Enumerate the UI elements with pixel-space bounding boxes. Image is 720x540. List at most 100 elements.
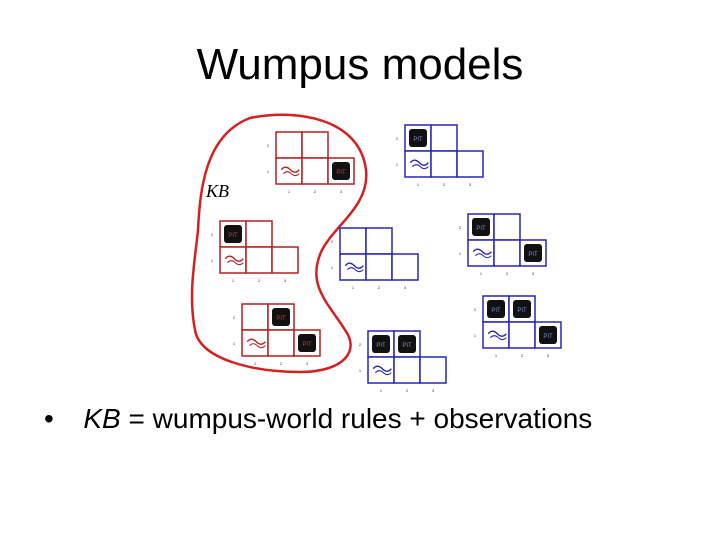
grid-cell bbox=[245, 246, 273, 274]
axis-tick: 3 bbox=[284, 278, 287, 283]
axis-tick: 1 bbox=[232, 278, 235, 283]
axis-tick: 2 bbox=[211, 232, 214, 237]
grid-cell bbox=[493, 213, 521, 241]
breeze-icon bbox=[344, 262, 364, 269]
axis-tick: 3 bbox=[306, 361, 309, 366]
bullet-line: • KB = wumpus-world rules + observations bbox=[44, 403, 592, 435]
axis-tick: 1 bbox=[288, 189, 291, 194]
pit-label: PIT bbox=[302, 342, 312, 348]
axis-tick: 1 bbox=[211, 258, 214, 263]
axis-tick: 3 bbox=[547, 353, 550, 358]
breeze-icon bbox=[372, 365, 392, 372]
axis-tick: 1 bbox=[380, 388, 383, 393]
axis-tick: 2 bbox=[233, 315, 236, 320]
grid-cell bbox=[245, 220, 273, 248]
pit-icon bbox=[298, 334, 316, 352]
kb-label: KB bbox=[205, 181, 229, 201]
pit-label: PIT bbox=[228, 233, 238, 239]
axis-tick: 2 bbox=[521, 353, 524, 358]
axis-tick: 1 bbox=[480, 271, 483, 276]
axis-tick: 2 bbox=[459, 225, 462, 230]
axis-tick: 2 bbox=[396, 136, 399, 141]
breeze-icon bbox=[474, 253, 492, 259]
grid-cell bbox=[301, 157, 329, 185]
pit-label: PIT bbox=[376, 343, 386, 349]
grid-cell bbox=[365, 227, 393, 255]
axis-tick: 2 bbox=[359, 342, 362, 347]
breeze-icon bbox=[246, 338, 266, 345]
axis-tick: 1 bbox=[359, 368, 362, 373]
pit-icon bbox=[332, 162, 350, 180]
grid-cell bbox=[391, 253, 419, 281]
grid-cell bbox=[493, 239, 521, 267]
pit-icon bbox=[409, 129, 427, 147]
axis-tick: 2 bbox=[280, 361, 283, 366]
breeze-icon bbox=[487, 330, 507, 337]
axis-tick: 3 bbox=[432, 388, 435, 393]
pit-icon bbox=[472, 218, 490, 236]
pit-icon bbox=[539, 326, 557, 344]
breeze-icon bbox=[411, 164, 429, 170]
pit-label: PIT bbox=[336, 170, 346, 176]
grid-cell bbox=[267, 329, 295, 357]
model-grid: PIT 1 2 3 2 1 bbox=[211, 220, 299, 283]
grid-cell bbox=[271, 246, 299, 274]
pit-label: PIT bbox=[517, 308, 527, 314]
axis-tick: 3 bbox=[469, 182, 472, 187]
grid-cell bbox=[241, 303, 269, 331]
pit-label: PIT bbox=[476, 226, 486, 232]
pit-icon bbox=[224, 225, 242, 243]
breeze-icon bbox=[346, 267, 364, 273]
pit-label: PIT bbox=[491, 308, 501, 314]
grid-cell bbox=[419, 356, 447, 384]
breeze-icon bbox=[248, 343, 266, 349]
pit-icon bbox=[372, 335, 390, 353]
breeze-icon bbox=[409, 159, 429, 166]
grid-cell bbox=[301, 131, 329, 159]
kb-boundary bbox=[190, 113, 368, 374]
grid-cell bbox=[430, 124, 458, 152]
axis-tick: 2 bbox=[506, 271, 509, 276]
axis-tick: 1 bbox=[396, 162, 399, 167]
bullet-text: = wumpus-world rules + observations bbox=[120, 403, 593, 434]
breeze-icon bbox=[226, 260, 244, 266]
grid-cell bbox=[508, 321, 536, 349]
axis-tick: 3 bbox=[404, 285, 407, 290]
axis-tick: 1 bbox=[495, 353, 498, 358]
axis-tick: 2 bbox=[443, 182, 446, 187]
grid-cell bbox=[393, 356, 421, 384]
pit-label: PIT bbox=[413, 137, 423, 143]
breeze-icon bbox=[280, 166, 300, 173]
model-grid: 1 2 3 2 1 bbox=[331, 227, 419, 290]
breeze-icon bbox=[374, 370, 392, 376]
axis-tick: 1 bbox=[267, 169, 270, 174]
pit-label: PIT bbox=[528, 252, 538, 258]
pit-icon bbox=[513, 300, 531, 318]
breeze-icon bbox=[472, 248, 492, 255]
pit-label: PIT bbox=[402, 343, 412, 349]
axis-tick: 1 bbox=[254, 361, 257, 366]
axis-tick: 1 bbox=[331, 265, 334, 270]
pit-icon bbox=[487, 300, 505, 318]
breeze-icon bbox=[224, 255, 244, 262]
breeze-icon bbox=[282, 171, 300, 177]
axis-tick: 3 bbox=[340, 189, 343, 194]
slide-title: Wumpus models bbox=[196, 40, 524, 89]
axis-tick: 2 bbox=[258, 278, 261, 283]
axis-tick: 2 bbox=[331, 239, 334, 244]
axis-tick: 3 bbox=[532, 271, 535, 276]
grid-cell bbox=[339, 227, 367, 255]
axis-tick: 1 bbox=[417, 182, 420, 187]
grid-cell bbox=[430, 150, 458, 178]
axis-tick: 1 bbox=[233, 341, 236, 346]
axis-tick: 1 bbox=[352, 285, 355, 290]
grid-cell bbox=[456, 150, 484, 178]
axis-tick: 2 bbox=[378, 285, 381, 290]
